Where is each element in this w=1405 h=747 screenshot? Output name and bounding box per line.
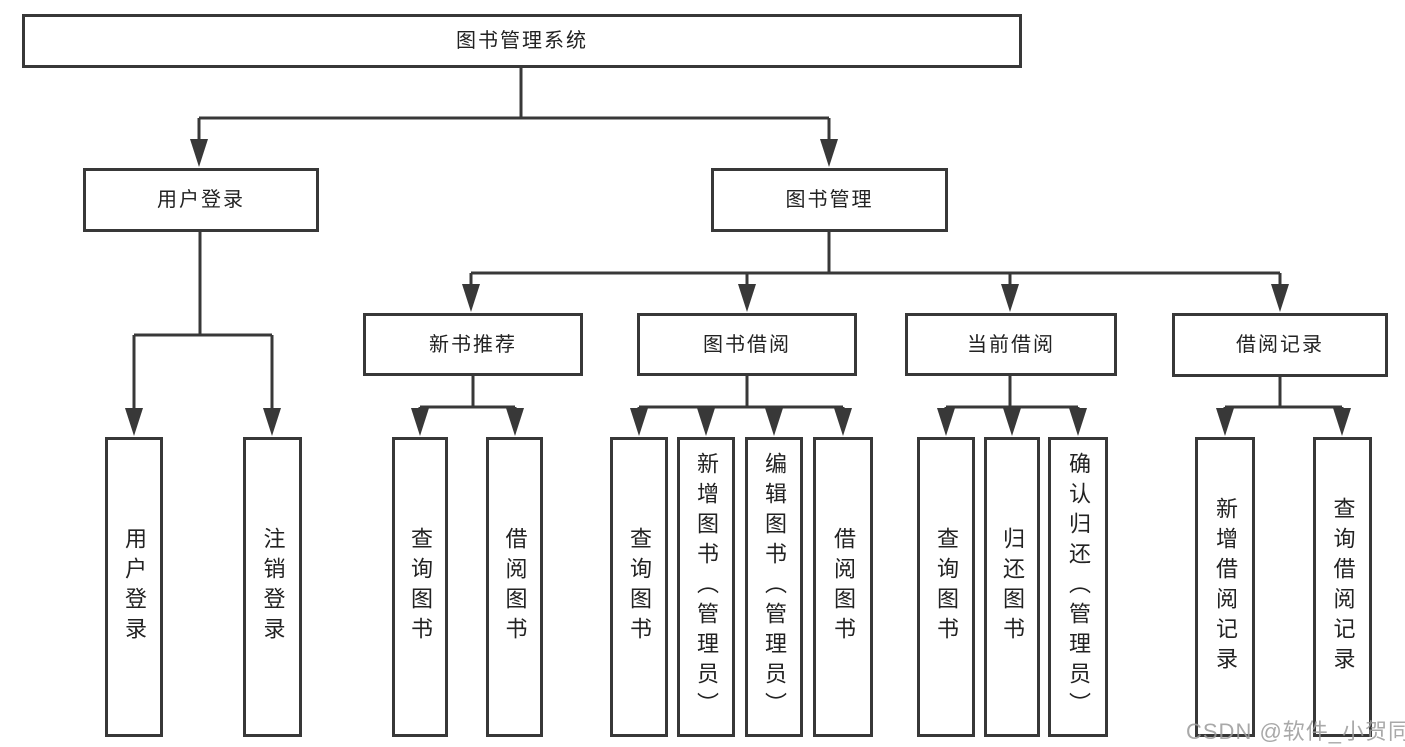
connector-book-borrow-to-leaves xyxy=(637,376,845,418)
arrow-down-icon xyxy=(1003,408,1021,436)
node-leaf-add-record-label: 新增借阅记录 xyxy=(1213,497,1238,677)
node-new-book-rec-label: 新书推荐 xyxy=(429,333,517,356)
node-leaf-borrow-book-2: 借阅图书 xyxy=(813,437,873,737)
arrow-down-icon xyxy=(765,408,783,436)
arrow-down-icon xyxy=(738,284,756,312)
arrow-down-icon xyxy=(506,408,524,436)
node-book-mgmt-label: 图书管理 xyxy=(785,189,874,211)
arrow-down-icon xyxy=(1216,408,1234,436)
node-current-borrow: 当前借阅 xyxy=(905,313,1117,376)
node-leaf-query-book-1: 查询图书 xyxy=(392,437,448,737)
node-leaf-query-book-2: 查询图书 xyxy=(610,437,668,737)
node-borrow-record: 借阅记录 xyxy=(1172,313,1388,377)
connector-book-mgmt-to-level3 xyxy=(469,232,1282,290)
arrow-down-icon xyxy=(630,408,648,436)
arrow-down-icon xyxy=(125,408,143,436)
node-leaf-user-login-label: 用户登录 xyxy=(122,527,147,647)
node-leaf-borrow-book-1-label: 借阅图书 xyxy=(502,527,528,647)
node-leaf-add-record: 新增借阅记录 xyxy=(1195,437,1255,737)
node-leaf-return-book: 归还图书 xyxy=(984,437,1040,737)
node-leaf-add-book: 新增图书（管理员） xyxy=(677,437,735,737)
connector-new-book-rec-to-leaves xyxy=(418,376,517,418)
arrow-down-icon xyxy=(190,139,208,167)
node-leaf-edit-book: 编辑图书（管理员） xyxy=(745,437,803,737)
watermark: CSDN @软件_小贺同学 xyxy=(1186,719,1405,744)
arrow-down-icon xyxy=(697,408,715,436)
node-leaf-query-book-3: 查询图书 xyxy=(917,437,975,737)
arrow-down-icon xyxy=(820,139,838,167)
node-book-mgmt: 图书管理 xyxy=(711,168,948,232)
node-new-book-rec: 新书推荐 xyxy=(363,313,583,376)
node-leaf-return-book-label: 归还图书 xyxy=(1000,527,1025,647)
connector-user-login-to-leaves xyxy=(132,232,274,418)
node-user-login-label: 用户登录 xyxy=(157,189,245,211)
node-root-label: 图书管理系统 xyxy=(456,30,588,52)
node-leaf-query-book-3-label: 查询图书 xyxy=(934,527,959,647)
node-book-borrow-label: 图书借阅 xyxy=(703,333,791,356)
node-leaf-user-login: 用户登录 xyxy=(105,437,163,737)
arrow-down-icon xyxy=(1069,408,1087,436)
arrow-down-icon xyxy=(834,408,852,436)
arrow-down-icon xyxy=(411,408,429,436)
node-leaf-query-book-1-label: 查询图书 xyxy=(408,527,433,647)
connector-root-to-level2 xyxy=(197,66,831,146)
node-book-borrow: 图书借阅 xyxy=(637,313,857,376)
arrow-down-icon xyxy=(1001,284,1019,312)
node-leaf-logout: 注销登录 xyxy=(243,437,302,737)
arrow-down-icon xyxy=(1271,284,1289,312)
node-leaf-query-record-label: 查询借阅记录 xyxy=(1330,497,1356,677)
node-leaf-confirm-return-label: 确认归还（管理员） xyxy=(1066,452,1091,722)
node-leaf-borrow-book-1: 借阅图书 xyxy=(486,437,543,737)
node-root: 图书管理系统 xyxy=(22,14,1022,68)
node-leaf-edit-book-label: 编辑图书（管理员） xyxy=(762,452,787,722)
node-leaf-borrow-book-2-label: 借阅图书 xyxy=(831,527,856,647)
node-leaf-add-book-label: 新增图书（管理员） xyxy=(694,452,719,722)
node-leaf-query-record: 查询借阅记录 xyxy=(1313,437,1372,737)
node-current-borrow-label: 当前借阅 xyxy=(967,333,1055,356)
node-leaf-confirm-return: 确认归还（管理员） xyxy=(1048,437,1108,737)
arrow-down-icon xyxy=(1333,408,1351,436)
arrow-down-icon xyxy=(937,408,955,436)
node-leaf-logout-label: 注销登录 xyxy=(260,527,286,647)
node-user-login: 用户登录 xyxy=(83,168,319,232)
arrow-down-icon xyxy=(263,408,281,436)
node-borrow-record-label: 借阅记录 xyxy=(1236,334,1324,356)
arrow-down-icon xyxy=(462,284,480,312)
node-leaf-query-book-2-label: 查询图书 xyxy=(627,527,652,647)
connector-borrow-record-to-leaves xyxy=(1223,377,1344,418)
